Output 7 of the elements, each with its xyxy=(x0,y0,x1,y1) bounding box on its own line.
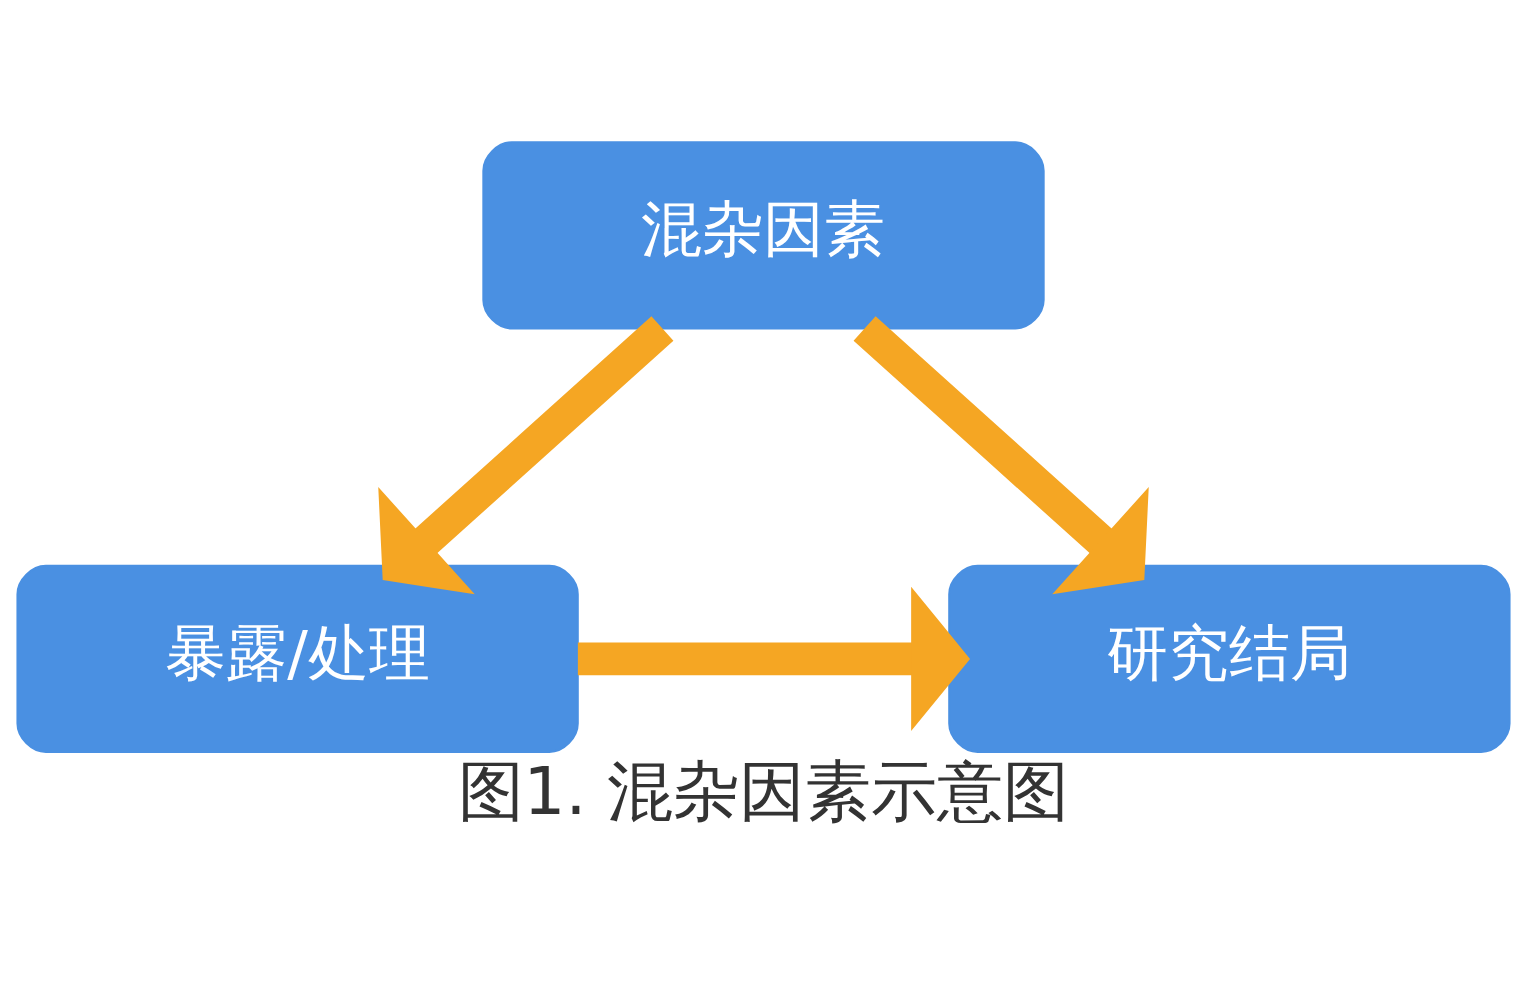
node-box: 暴露/处理 xyxy=(16,564,579,753)
arrow xyxy=(577,586,971,732)
caption: 图1. 混杂因素示意图 xyxy=(457,752,1070,830)
node-box: 研究结局 xyxy=(948,564,1511,753)
arrow xyxy=(378,316,674,595)
node-box: 混杂因素 xyxy=(482,141,1045,330)
arrow xyxy=(853,316,1149,595)
